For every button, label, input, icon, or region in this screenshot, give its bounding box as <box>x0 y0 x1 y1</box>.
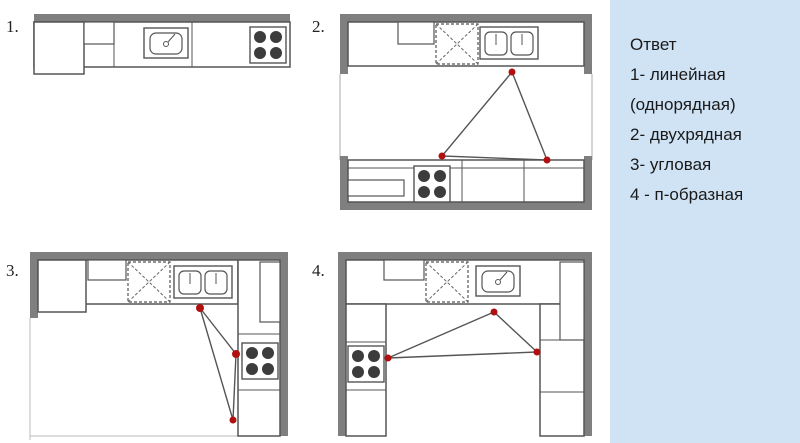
plan-4-fridge-point <box>533 348 541 356</box>
plan-3-left-cabinet <box>37 259 87 313</box>
plan-4-stove-point <box>384 354 392 362</box>
plan-2-sink-icon <box>479 26 539 60</box>
kitchen-layouts-diagram: 1. 2. 3. <box>6 14 593 440</box>
plan-1-cabinet <box>83 21 115 45</box>
plan-1-tall-cabinet <box>33 21 85 75</box>
plan-3-stove-point <box>232 350 240 358</box>
plan-2-stove-point <box>438 152 446 160</box>
plan-2-left-wall-bottom <box>340 156 348 210</box>
plan-2-stove-icon <box>413 165 451 203</box>
plan-3-right-cabinet <box>259 261 281 323</box>
answer-item-2: 2- двухрядная <box>630 125 742 144</box>
plan-2-work-triangle <box>440 70 549 161</box>
plan-3-fridge-point <box>229 416 237 424</box>
plan-1-number: 1. <box>6 17 19 36</box>
plan-4-u-shaped: 4. <box>312 252 592 437</box>
plan-2-cabinet <box>397 21 435 45</box>
plan-4-right-cabinet <box>559 261 585 341</box>
answer-item-4: 4 - п-образная <box>630 185 744 204</box>
plan-3-sink-icon <box>173 265 233 299</box>
plan-3-number: 3. <box>6 261 19 280</box>
plan-2-top-wall <box>340 14 592 22</box>
plan-4-cabinet <box>383 259 425 281</box>
plan-2-cabinet-x-icon <box>435 23 479 65</box>
answer-item-1: 1- линейная <box>630 65 726 84</box>
answer-panel: Ответ 1- линейная (однорядная) 2- двухря… <box>610 0 800 443</box>
plan-3-right-wall <box>280 252 288 436</box>
plan-3-sink-point <box>196 304 204 312</box>
plan-2-fridge-point <box>543 156 551 164</box>
answer-item-3: 3- угловая <box>630 155 712 174</box>
plan-3-cabinet <box>87 259 127 281</box>
plan-3-stove-icon <box>241 342 279 380</box>
plan-2-bottom-wall <box>340 202 592 210</box>
answer-heading: Ответ <box>630 35 677 54</box>
plan-3-work-triangle <box>199 307 237 421</box>
plan-4-right-wall <box>584 252 592 436</box>
plan-1-back-wall <box>34 14 290 22</box>
plan-4-number: 4. <box>312 261 325 280</box>
plan-3-left-wall <box>30 252 38 318</box>
plan-3-corner: 3. <box>6 252 288 440</box>
plan-2-left-wall-top <box>340 14 348 74</box>
plan-4-cabinet-x-icon <box>425 261 469 303</box>
plan-1-sink-icon <box>143 27 189 59</box>
plan-2-small-cabinet <box>347 179 405 197</box>
plan-2-number: 2. <box>312 17 325 36</box>
plan-3-cabinet-x-icon <box>127 261 171 303</box>
plan-2-right-wall-top <box>584 14 592 74</box>
plan-1-stove-icon <box>249 26 287 64</box>
plan-4-left-wall <box>338 252 346 436</box>
plan-1-linear: 1. <box>6 14 291 75</box>
plan-2-sink-point <box>508 68 516 76</box>
plan-3-top-wall <box>30 252 288 260</box>
plan-4-top-wall <box>338 252 592 260</box>
plan-2-right-wall-bottom <box>584 156 592 210</box>
plan-4-stove-icon <box>347 345 385 383</box>
answer-item-1-note: (однорядная) <box>630 95 736 114</box>
plan-4-sink-icon <box>475 265 521 297</box>
plan-4-work-triangle <box>387 311 539 359</box>
plan-2-two-row: 2. <box>312 14 593 210</box>
plan-4-sink-point <box>490 308 498 316</box>
